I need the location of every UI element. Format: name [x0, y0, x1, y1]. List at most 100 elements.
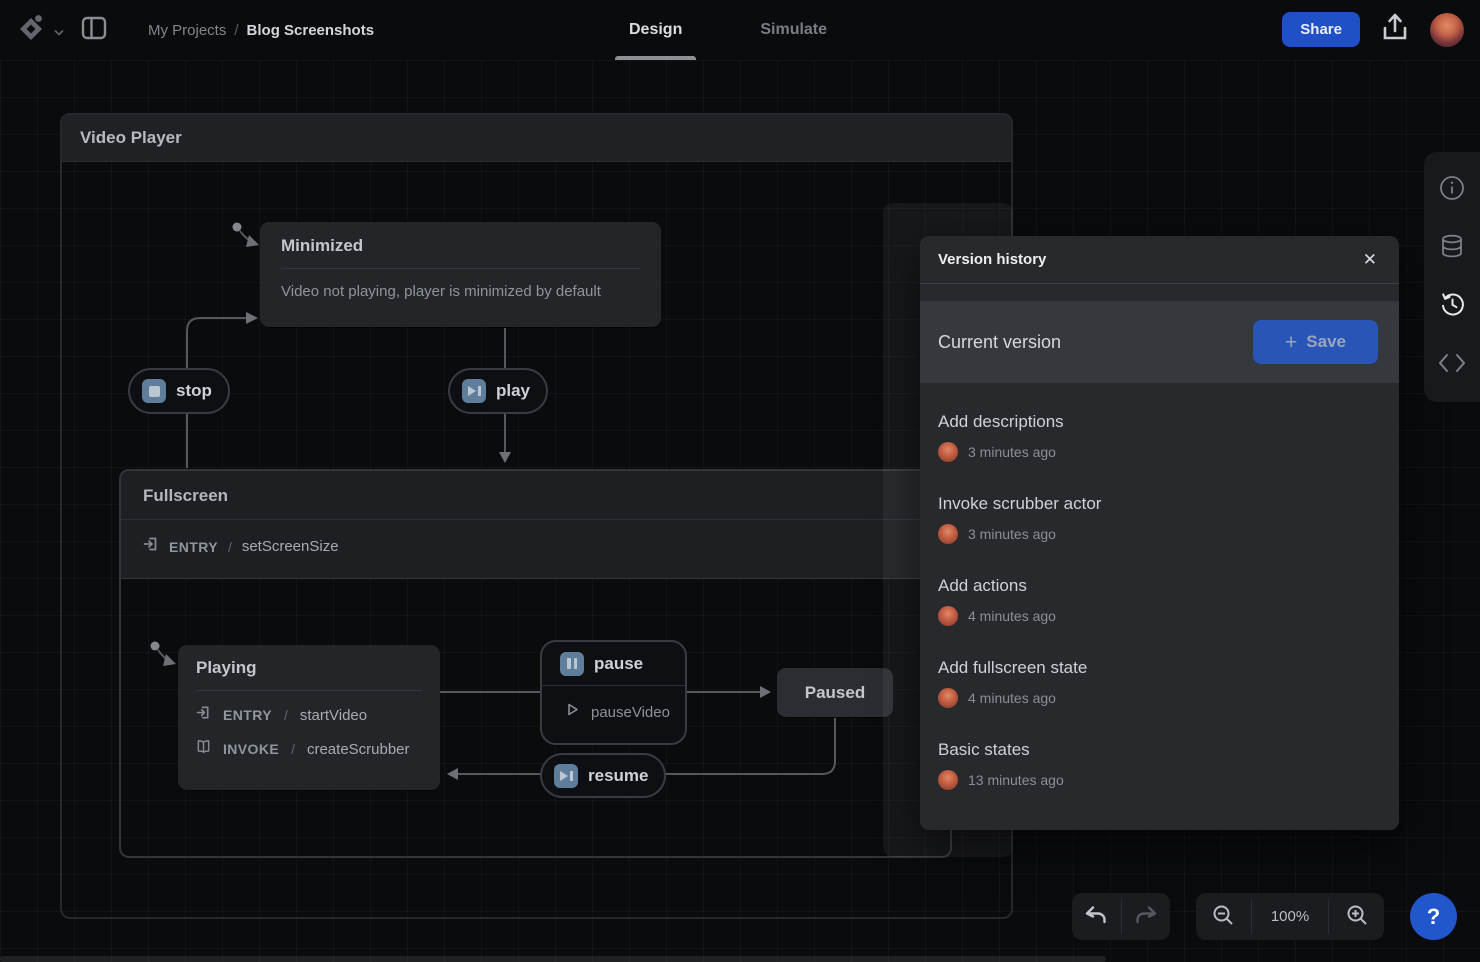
version-meta: 3 minutes ago [938, 442, 1381, 462]
database-icon [1439, 233, 1465, 262]
action-triangle-icon [567, 703, 579, 721]
version-list-item[interactable]: Add fullscreen state 4 minutes ago [920, 646, 1399, 728]
mode-tabs: Design Simulate [615, 0, 841, 60]
action-name: pauseVideo [591, 703, 670, 721]
topbar-actions: Share [1282, 12, 1464, 47]
divider [1120, 899, 1122, 934]
version-meta: 3 minutes ago [938, 524, 1381, 544]
info-button[interactable] [1434, 171, 1470, 207]
version-list-item[interactable]: Basic states 13 minutes ago [920, 728, 1399, 810]
state-description: Video not playing, player is minimized b… [281, 283, 601, 300]
sidebar-toggle-button[interactable] [80, 16, 108, 44]
tab-simulate[interactable]: Simulate [760, 21, 828, 38]
version-title: Add descriptions [938, 412, 1064, 431]
entry-action-row[interactable]: ENTRY / setScreenSize [143, 536, 928, 557]
event-stop[interactable]: stop [128, 368, 230, 414]
state-fullscreen-header[interactable]: Fullscreen ENTRY / setScreenSize [121, 471, 950, 579]
right-toolbar [1424, 152, 1480, 402]
event-label: stop [176, 381, 212, 400]
action-keyword: ENTRY [169, 538, 218, 555]
version-timestamp: 4 minutes ago [968, 690, 1056, 706]
breadcrumb-separator: / [234, 21, 239, 39]
invoke-icon [196, 739, 211, 759]
current-version-row: Current version + Save [920, 301, 1399, 383]
pause-action-row[interactable]: pauseVideo [542, 686, 685, 721]
current-version-label: Current version [938, 331, 1062, 352]
state-paused[interactable]: Paused [777, 668, 893, 717]
share-button[interactable]: Share [1282, 12, 1360, 47]
action-name: setScreenSize [241, 538, 339, 555]
action-separator: / [283, 707, 288, 723]
divider [196, 690, 422, 691]
event-label: play [496, 381, 531, 400]
version-list-item[interactable]: Add descriptions 3 minutes ago [920, 400, 1399, 482]
save-label: Save [1306, 332, 1346, 351]
action-keyword: ENTRY [223, 707, 272, 723]
user-avatar[interactable] [1430, 12, 1464, 47]
zoom-in-button[interactable] [1329, 893, 1384, 940]
info-icon [1439, 175, 1465, 204]
action-separator: / [227, 538, 232, 555]
event-pause-header: pause [542, 642, 685, 686]
state-title: Fullscreen [143, 486, 229, 505]
breadcrumb-project[interactable]: My Projects [148, 21, 227, 39]
version-history-header: Version history ✕ [920, 236, 1399, 284]
redo-icon [1134, 906, 1158, 927]
version-meta: 4 minutes ago [938, 606, 1381, 626]
event-resume[interactable]: resume [540, 753, 667, 798]
action-keyword: INVOKE [223, 741, 280, 757]
entry-icon [143, 536, 159, 557]
state-title: Playing [196, 658, 257, 677]
zoom-in-icon [1346, 904, 1368, 929]
tab-design[interactable]: Design [615, 0, 697, 60]
resume-icon [554, 763, 578, 788]
version-author-avatar [938, 688, 958, 708]
zoom-out-button[interactable] [1196, 893, 1251, 940]
zoom-level-value[interactable]: 100% [1270, 908, 1310, 925]
sidebar-toggle-icon [81, 15, 107, 46]
zoom-out-icon [1212, 904, 1234, 929]
version-list-item[interactable]: Invoke scrubber actor 3 minutes ago [920, 482, 1399, 564]
version-title: Add actions [938, 576, 1027, 595]
version-list: Add descriptions 3 minutes ago Invoke sc… [920, 400, 1399, 810]
help-button[interactable]: ? [1410, 893, 1457, 940]
data-button[interactable] [1434, 230, 1470, 266]
state-fullscreen[interactable]: Fullscreen ENTRY / setScreenSize [119, 469, 952, 858]
state-playing[interactable]: Playing ENTRY / startVideo INVOKE / crea… [178, 645, 440, 790]
undo-icon [1084, 906, 1108, 927]
code-button[interactable] [1434, 347, 1470, 383]
undo-redo-group [1072, 893, 1170, 940]
version-timestamp: 13 minutes ago [968, 772, 1064, 788]
event-play[interactable]: play [448, 368, 549, 414]
state-title: Video Player [80, 128, 182, 147]
save-version-button[interactable]: + Save [1253, 320, 1378, 364]
stop-icon [142, 379, 166, 403]
state-video-player-header[interactable]: Video Player [62, 115, 1011, 162]
state-title: Paused [804, 682, 866, 702]
horizontal-scrollbar[interactable] [0, 956, 1106, 962]
event-pause[interactable]: pause pauseVideo [540, 640, 687, 745]
version-timestamp: 3 minutes ago [968, 444, 1056, 460]
version-history-button[interactable] [1434, 288, 1470, 324]
breadcrumb-machine: Blog Screenshots [246, 21, 375, 39]
invoke-action-row[interactable]: INVOKE / createScrubber [196, 739, 422, 759]
version-author-avatar [938, 606, 958, 626]
redo-button[interactable] [1122, 893, 1171, 940]
history-icon [1439, 291, 1466, 321]
divider [281, 268, 640, 269]
divider [121, 519, 950, 520]
entry-icon [196, 705, 211, 725]
version-list-item[interactable]: Add actions 4 minutes ago [920, 564, 1399, 646]
state-minimized[interactable]: Minimized Video not playing, player is m… [260, 222, 661, 327]
entry-action-row[interactable]: ENTRY / startVideo [196, 705, 422, 725]
version-author-avatar [938, 442, 958, 462]
zoom-controls: 100% [1196, 893, 1384, 940]
close-icon[interactable]: ✕ [1359, 247, 1381, 272]
app-menu[interactable] [16, 12, 64, 51]
export-button[interactable] [1382, 13, 1408, 46]
action-name: createScrubber [306, 740, 410, 758]
version-author-avatar [938, 770, 958, 790]
undo-button[interactable] [1072, 893, 1121, 940]
divider [1328, 899, 1330, 934]
stately-logo-icon [16, 12, 48, 51]
